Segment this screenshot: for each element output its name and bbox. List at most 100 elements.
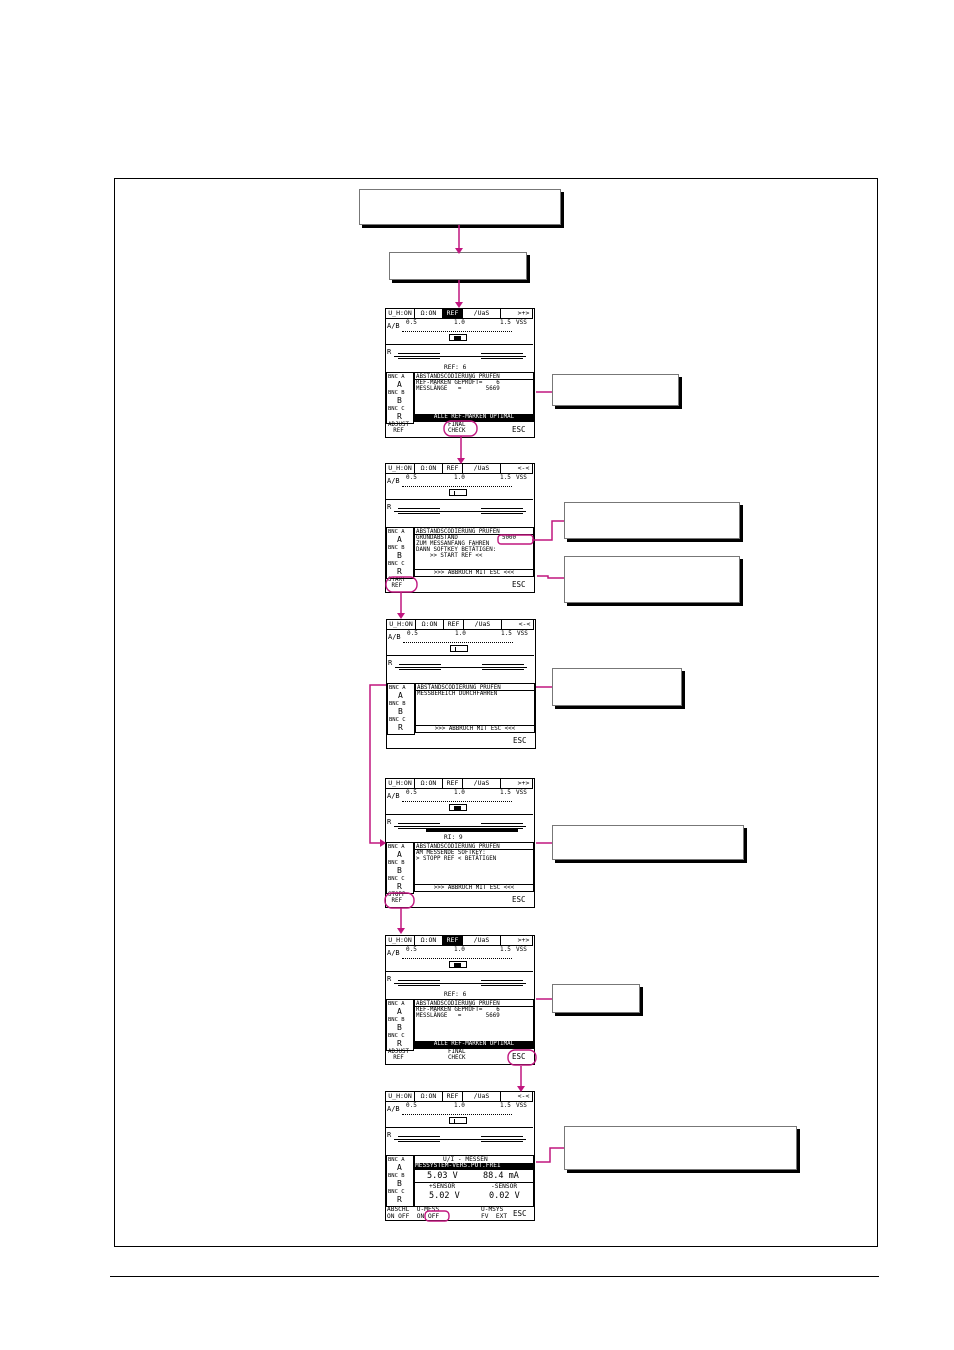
tab-1[interactable]: U_H:ON — [386, 779, 415, 788]
panel-line-1: ABSTANDSCODIERUNG PRÜFEN — [416, 374, 500, 380]
softkey-1[interactable]: START REF — [388, 577, 406, 589]
tab-5[interactable]: >+> — [515, 936, 533, 945]
tab-4[interactable]: ∕UaS — [463, 1092, 501, 1101]
softkey-3[interactable]: ESC — [512, 425, 526, 434]
bnc-line-3: BNC B — [388, 860, 405, 866]
callout-box-2 — [564, 502, 740, 539]
bnc-line-6: R — [397, 1195, 402, 1204]
r-baseline — [394, 356, 526, 357]
sensor-neg-value: 0.02 V — [489, 1191, 520, 1201]
scale-label-3: 1.0 — [454, 1102, 465, 1109]
scale-label-3: 1.0 — [454, 789, 465, 796]
tab-2[interactable]: Ω:ON — [416, 620, 444, 629]
tab-5[interactable]: <-< — [515, 464, 533, 473]
r-label: R — [387, 348, 392, 356]
softkey-3[interactable]: ESC — [512, 895, 526, 904]
tab-4[interactable]: ∕UaS — [464, 620, 502, 629]
bnc-line-1: BNC A — [388, 844, 405, 850]
highlight-u-mess-off — [424, 1210, 450, 1222]
scale-marker — [449, 489, 467, 496]
softkey-row-1-left[interactable]: ABSCHL U-MESS — [387, 1206, 440, 1213]
tab-2[interactable]: Ω:ON — [415, 309, 443, 318]
panel-line-5: >> START REF << — [416, 553, 483, 559]
softkey-row-2-right[interactable]: FV EXT — [481, 1213, 508, 1220]
tab-2[interactable]: Ω:ON — [415, 936, 443, 945]
scale-label-1: A/B — [387, 792, 400, 800]
scale-ticks — [402, 331, 512, 332]
bnc-line-2: A — [397, 535, 402, 544]
bnc-line-4: B — [397, 866, 402, 875]
scale-label-1: A/B — [388, 633, 401, 641]
tab-2[interactable]: Ω:ON — [415, 1092, 443, 1101]
tab-5[interactable]: >+> — [515, 779, 533, 788]
tab-3[interactable]: REF — [444, 620, 464, 629]
softkey-3[interactable]: ESC — [512, 580, 526, 589]
scale-label-5: VSS — [516, 474, 527, 481]
tab-1[interactable]: U_H:ON — [386, 309, 415, 318]
separator-1 — [386, 499, 533, 500]
r-baseline — [395, 667, 527, 668]
esc-softkey[interactable]: ESC — [513, 1209, 527, 1218]
tab-3[interactable]: REF — [443, 309, 463, 318]
tab-5[interactable]: <-< — [515, 1092, 533, 1101]
softkey-row-1-right[interactable]: U-MSYS — [481, 1206, 504, 1213]
tab-4[interactable]: ∕UaS — [463, 936, 501, 945]
r-label: R — [387, 503, 392, 511]
softkey-2[interactable]: FINAL CHECK — [448, 1049, 466, 1061]
bnc-line-5: BNC C — [388, 876, 405, 882]
softkey-1[interactable]: STOPP REF — [388, 892, 406, 904]
highlight-start-ref — [385, 576, 418, 593]
softkey-2[interactable]: FINAL CHECK — [448, 422, 466, 434]
callout-box-1 — [552, 374, 679, 406]
bnc-line-2: A — [397, 1163, 402, 1172]
bnc-line-4: B — [397, 1023, 402, 1032]
softkey-row-2-left[interactable]: ON OFF ON OFF — [387, 1213, 440, 1220]
scale-label-2: 0.5 — [406, 319, 417, 326]
tab-2[interactable]: Ω:ON — [415, 779, 443, 788]
r-bar-left — [398, 1136, 440, 1142]
tab-2[interactable]: Ω:ON — [415, 464, 443, 473]
highlight-final-check — [443, 420, 478, 437]
i-value: 88.4 mA — [483, 1171, 519, 1181]
bnc-line-2: A — [397, 380, 402, 389]
scale-ticks — [402, 958, 512, 959]
softkey-3[interactable]: ESC — [512, 1052, 526, 1061]
callout-box-7 — [564, 1126, 797, 1170]
panel-line-3: MESSLÄNGE = 5669 — [416, 386, 500, 392]
separator-1 — [387, 655, 534, 656]
footer-rule — [110, 1276, 879, 1277]
panel-line-2: MESSBEREICH DURCHFAHREN — [417, 691, 498, 697]
scale-label-4: 1.5 — [500, 319, 511, 326]
ref-label: REF: 6 — [444, 991, 467, 998]
tab-4[interactable]: ∕UaS — [463, 779, 501, 788]
softkey-1[interactable]: ADJUST REF — [388, 1049, 409, 1061]
tab-5[interactable]: <-< — [516, 620, 534, 629]
panel-footer: >>> ABBRUCH MIT ESC <<< — [415, 569, 533, 577]
scale-label-5: VSS — [516, 1102, 527, 1109]
panel-line-1: ABSTANDSCODIERUNG PRÜFEN — [416, 529, 500, 535]
tab-1[interactable]: U_H:ON — [387, 620, 416, 629]
tab-3[interactable]: REF — [443, 779, 463, 788]
scale-marker — [449, 961, 467, 968]
r-baseline — [394, 983, 526, 984]
tab-1[interactable]: U_H:ON — [386, 464, 415, 473]
tab-1[interactable]: U_H:ON — [386, 936, 415, 945]
tab-1[interactable]: U_H:ON — [386, 1092, 415, 1101]
tab-4[interactable]: ∕UaS — [463, 309, 501, 318]
callout-box-4 — [552, 668, 682, 706]
bnc-line-3: BNC B — [388, 1017, 405, 1023]
tab-5[interactable]: >+> — [515, 309, 533, 318]
sensor-pos-label: +SENSOR — [429, 1183, 456, 1190]
tab-3[interactable]: REF — [443, 936, 463, 945]
softkey-1[interactable]: ADJUST REF — [388, 422, 409, 434]
softkey-3[interactable]: ESC — [513, 736, 527, 745]
tab-4[interactable]: ∕UaS — [463, 464, 501, 473]
arrowhead-3 — [457, 458, 465, 464]
tab-3[interactable]: REF — [443, 464, 463, 473]
tab-3[interactable]: REF — [443, 1092, 463, 1101]
separator-1 — [386, 1127, 533, 1128]
panel-footer: >>> ABBRUCH MIT ESC <<< — [416, 725, 534, 733]
